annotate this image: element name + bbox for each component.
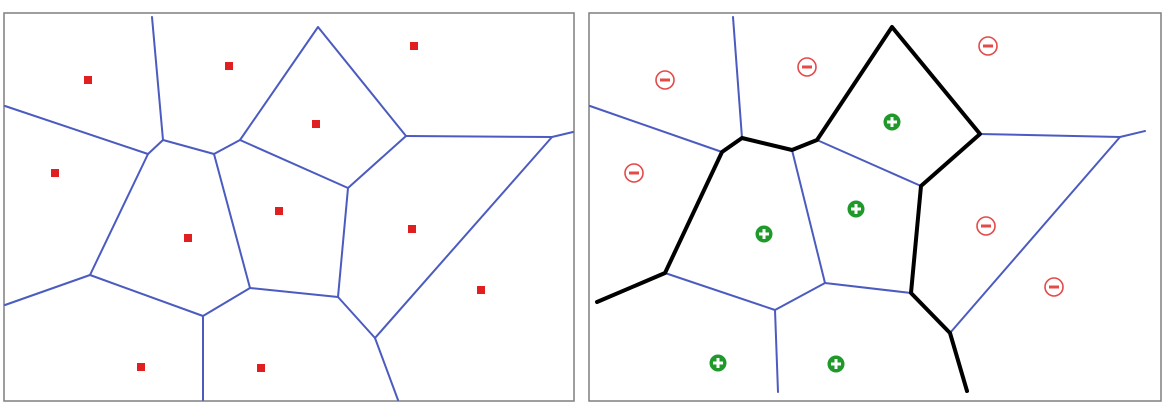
voronoi-site (225, 62, 233, 70)
voronoi-edge (374, 337, 399, 401)
left-panel-frame (3, 12, 575, 402)
minus-circle-icon (624, 163, 644, 183)
minus-circle-icon (976, 216, 996, 236)
class-labels (624, 36, 1064, 373)
voronoi-edge (774, 309, 779, 393)
voronoi-site (312, 120, 320, 128)
voronoi-edge (239, 26, 407, 141)
voronoi-edge (4, 105, 149, 155)
voronoi-site (477, 286, 485, 294)
voronoi-site (51, 169, 59, 177)
voronoi-edges-classified (589, 16, 1146, 393)
voronoi-edge (151, 16, 164, 141)
plus-circle-icon (827, 355, 845, 373)
right-panel-classified-voronoi (588, 12, 1162, 402)
plus-circle-icon (883, 113, 901, 131)
voronoi-site (137, 363, 145, 371)
voronoi-edge (147, 139, 164, 155)
minus-circle-icon (655, 70, 675, 90)
voronoi-edge (162, 139, 215, 155)
voronoi-edges (4, 16, 574, 401)
voronoi-edge (249, 287, 339, 298)
voronoi-edge (337, 187, 349, 298)
voronoi-edge (824, 282, 912, 294)
minus-circle-icon (978, 36, 998, 56)
right-panel-frame (588, 12, 1162, 402)
left-panel-voronoi-diagram (3, 12, 575, 402)
minus-circle-icon (797, 57, 817, 77)
voronoi-edge (202, 287, 251, 317)
voronoi-site (408, 225, 416, 233)
voronoi-edge (774, 282, 826, 311)
voronoi-site (84, 76, 92, 84)
voronoi-site (410, 42, 418, 50)
voronoi-edge (239, 139, 349, 189)
voronoi-edge (4, 274, 91, 306)
minus-circle-icon (1044, 277, 1064, 297)
voronoi-edge (213, 153, 251, 289)
voronoi-edge (347, 135, 407, 189)
voronoi-sites (51, 42, 485, 372)
voronoi-edge (664, 272, 776, 311)
voronoi-edge (213, 139, 241, 155)
voronoi-edge (374, 136, 553, 339)
voronoi-edge (791, 149, 826, 284)
voronoi-edge (589, 105, 723, 153)
voronoi-edge (89, 274, 204, 317)
voronoi-edge (816, 139, 922, 187)
voronoi-edge (732, 16, 743, 139)
voronoi-edge (337, 296, 376, 339)
voronoi-edge (949, 136, 1121, 334)
plus-circle-icon (709, 354, 727, 372)
voronoi-site (184, 234, 192, 242)
voronoi-site (257, 364, 265, 372)
plus-circle-icon (755, 225, 773, 243)
decision-boundary (595, 25, 982, 393)
voronoi-site (275, 207, 283, 215)
voronoi-edge (89, 153, 149, 276)
decision-boundary-line (595, 25, 982, 393)
plus-circle-icon (847, 200, 865, 218)
